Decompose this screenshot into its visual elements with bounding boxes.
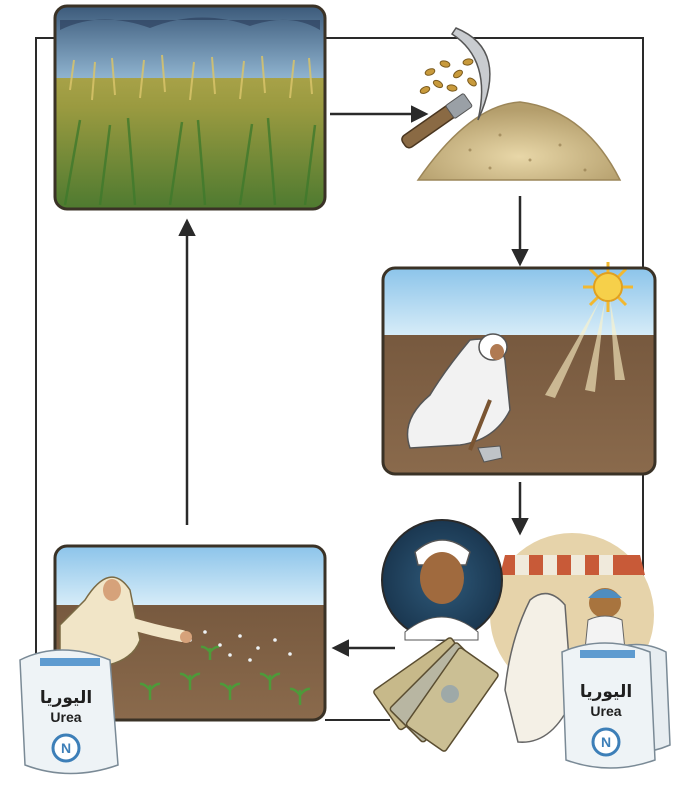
bag-right-label-en: Urea	[590, 703, 621, 719]
fertilizer-bag-left: اليوريا Urea N	[20, 650, 118, 774]
panel-plowing	[383, 262, 655, 474]
panel-mature-field	[55, 6, 325, 209]
fertilizer-bag-right: اليوريا Urea N	[562, 643, 655, 768]
portrait-farmer	[382, 520, 502, 640]
bag-left-label-en: Urea	[50, 709, 81, 725]
harvest-illustration	[400, 28, 620, 180]
bag-left-label-ar: اليوريا	[40, 688, 92, 708]
grain-seeds	[419, 58, 478, 95]
bag-right-badge: N	[601, 734, 611, 750]
bag-left-badge: N	[61, 740, 71, 756]
banknotes-icon	[373, 637, 499, 752]
bag-right-label-ar: اليوريا	[580, 682, 632, 702]
